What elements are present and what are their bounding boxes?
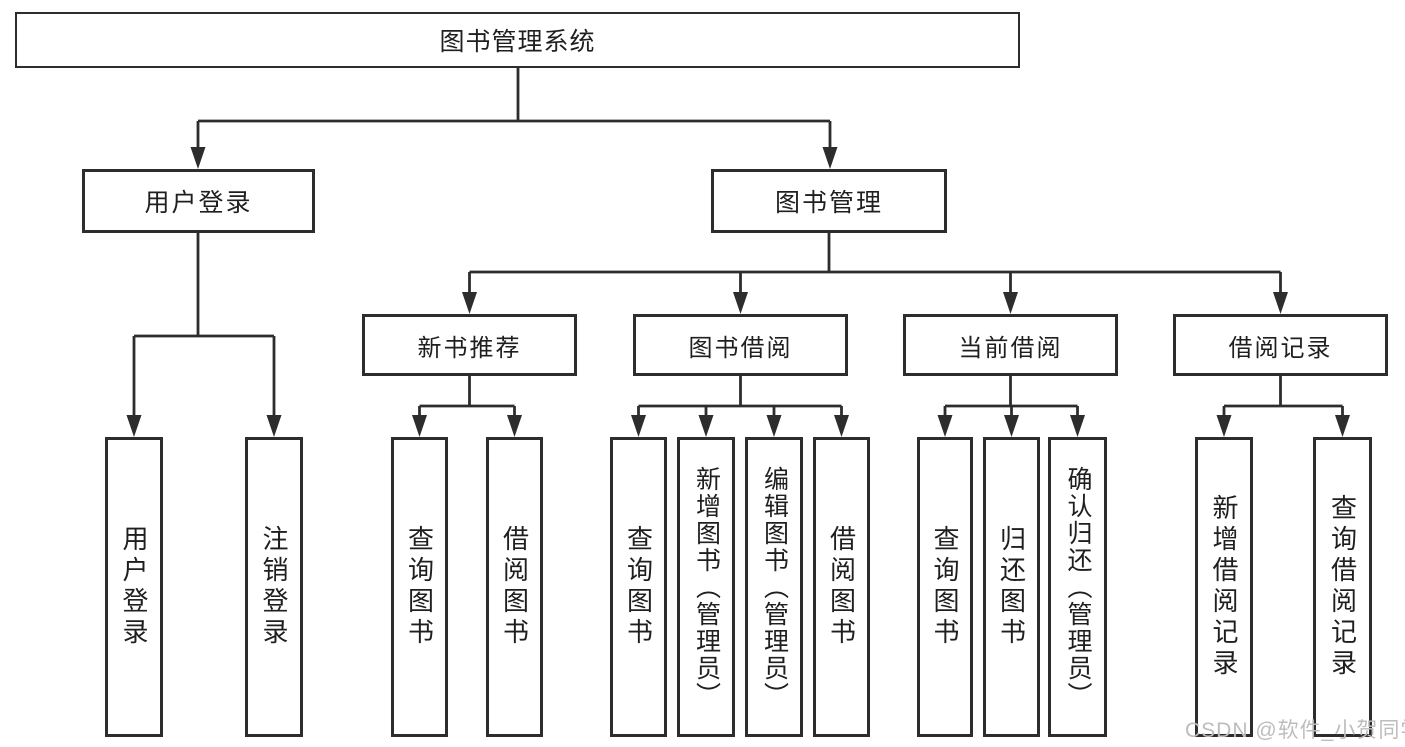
node-label: 图书管理系统 xyxy=(439,28,596,56)
node-new-book-recommend: 新书推荐 xyxy=(362,314,577,376)
leaf-label: 确认归还（管理员） xyxy=(1064,465,1092,709)
leaf-label: 归还图书 xyxy=(996,525,1027,649)
leaf-label: 查询图书 xyxy=(404,525,435,649)
leaf-add-borrow-record: 新增借阅记录 xyxy=(1195,437,1253,737)
node-label: 用户登录 xyxy=(144,189,253,217)
node-current-borrow: 当前借阅 xyxy=(903,314,1118,376)
leaf-logout-login: 注销登录 xyxy=(245,437,303,737)
node-borrow-record: 借阅记录 xyxy=(1173,314,1388,376)
node-book-management: 图书管理 xyxy=(711,169,947,233)
leaf-return-books: 归还图书 xyxy=(983,437,1040,737)
leaf-query-books: 查询图书 xyxy=(917,437,973,737)
leaf-add-books-admin: 新增图书（管理员） xyxy=(677,437,735,737)
leaf-label: 查询借阅记录 xyxy=(1327,494,1358,680)
leaf-label: 借阅图书 xyxy=(499,525,530,649)
leaf-edit-books-admin: 编辑图书（管理员） xyxy=(745,437,803,737)
leaf-confirm-return-admin: 确认归还（管理员） xyxy=(1048,437,1107,737)
node-label: 图书借阅 xyxy=(688,334,793,362)
csdn-watermark: CSDN @软件_小贺同学 xyxy=(1185,719,1405,742)
leaf-label: 查询图书 xyxy=(930,525,960,649)
leaf-label: 用户登录 xyxy=(119,525,149,649)
leaf-label: 注销登录 xyxy=(259,525,289,649)
leaf-label: 新增借阅记录 xyxy=(1209,494,1239,680)
node-label: 图书管理 xyxy=(774,189,883,217)
leaf-label: 新增图书（管理员） xyxy=(692,465,721,709)
node-library-system: 图书管理系统 xyxy=(15,12,1020,68)
node-book-borrow: 图书借阅 xyxy=(633,314,848,376)
leaf-query-books: 查询图书 xyxy=(610,437,667,737)
leaf-borrow-books: 借阅图书 xyxy=(813,437,870,737)
node-label: 当前借阅 xyxy=(958,334,1063,362)
leaf-query-books: 查询图书 xyxy=(391,437,448,737)
leaf-borrow-books: 借阅图书 xyxy=(486,437,543,737)
node-label: 新书推荐 xyxy=(417,334,522,362)
leaf-label: 查询图书 xyxy=(623,525,654,649)
leaf-query-borrow-record: 查询借阅记录 xyxy=(1313,437,1372,737)
node-user-login: 用户登录 xyxy=(82,169,315,233)
leaf-label: 借阅图书 xyxy=(826,525,857,649)
leaf-user-login: 用户登录 xyxy=(105,437,163,737)
node-label: 借阅记录 xyxy=(1228,334,1333,362)
leaf-label: 编辑图书（管理员） xyxy=(760,465,789,709)
